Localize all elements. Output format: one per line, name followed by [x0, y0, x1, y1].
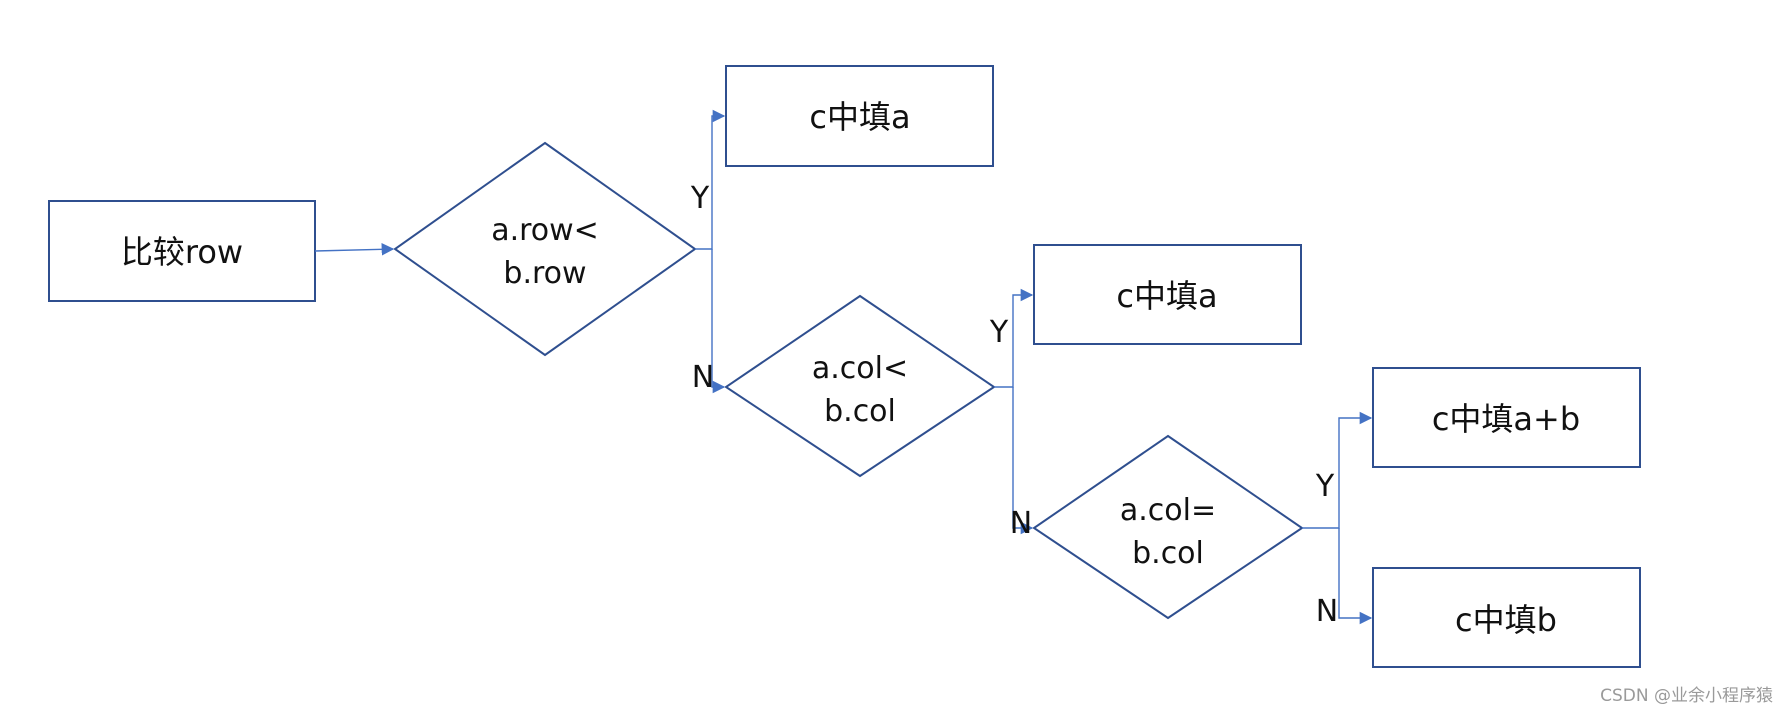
decision-row-less-line2: b.row [503, 256, 586, 291]
edge-label-d2-yes: Y [989, 315, 1009, 350]
decision-col-less: a.col< b.col [724, 294, 996, 478]
result-fill-a-plus-b-label: c中填a+b [1432, 400, 1580, 438]
result-fill-a-2: c中填a [1033, 244, 1302, 345]
decision-row-less: a.row< b.row [393, 141, 697, 357]
result-fill-b-label: c中填b [1455, 601, 1557, 639]
edge-label-d1-no: N [692, 360, 714, 395]
watermark: CSDN @业余小程序猿 [1600, 686, 1773, 706]
result-fill-a-1-label: c中填a [809, 98, 910, 136]
edge-label-d3-no: N [1316, 594, 1338, 629]
decision-row-less-line1: a.row< [491, 213, 599, 248]
result-fill-b: c中填b [1372, 567, 1641, 668]
result-fill-a-1: c中填a [725, 65, 994, 167]
decision-col-equal: a.col= b.col [1032, 434, 1304, 620]
edge-label-d2-no: N [1010, 506, 1032, 541]
result-fill-a-plus-b: c中填a+b [1372, 367, 1641, 468]
edge-d2-yes [994, 288, 1034, 388]
result-fill-a-2-label: c中填a [1116, 277, 1217, 315]
decision-col-equal-line1: a.col= [1120, 493, 1216, 528]
edge-label-d3-yes: Y [1315, 469, 1335, 504]
edge-d3-no [1338, 528, 1373, 625]
start-node: 比较row [48, 200, 316, 302]
edge-d1-yes [695, 109, 726, 250]
decision-col-less-line1: a.col< [812, 351, 908, 386]
edge-d3-yes [1302, 411, 1373, 529]
decision-col-equal-line2: b.col [1132, 536, 1204, 571]
edge-d2-no [1012, 387, 1034, 535]
decision-col-less-line2: b.col [824, 394, 896, 429]
edge-d1-no [711, 249, 726, 394]
start-node-label: 比较row [121, 233, 243, 271]
edge-start-to-d1 [314, 242, 395, 256]
edge-label-d1-yes: Y [690, 181, 710, 216]
